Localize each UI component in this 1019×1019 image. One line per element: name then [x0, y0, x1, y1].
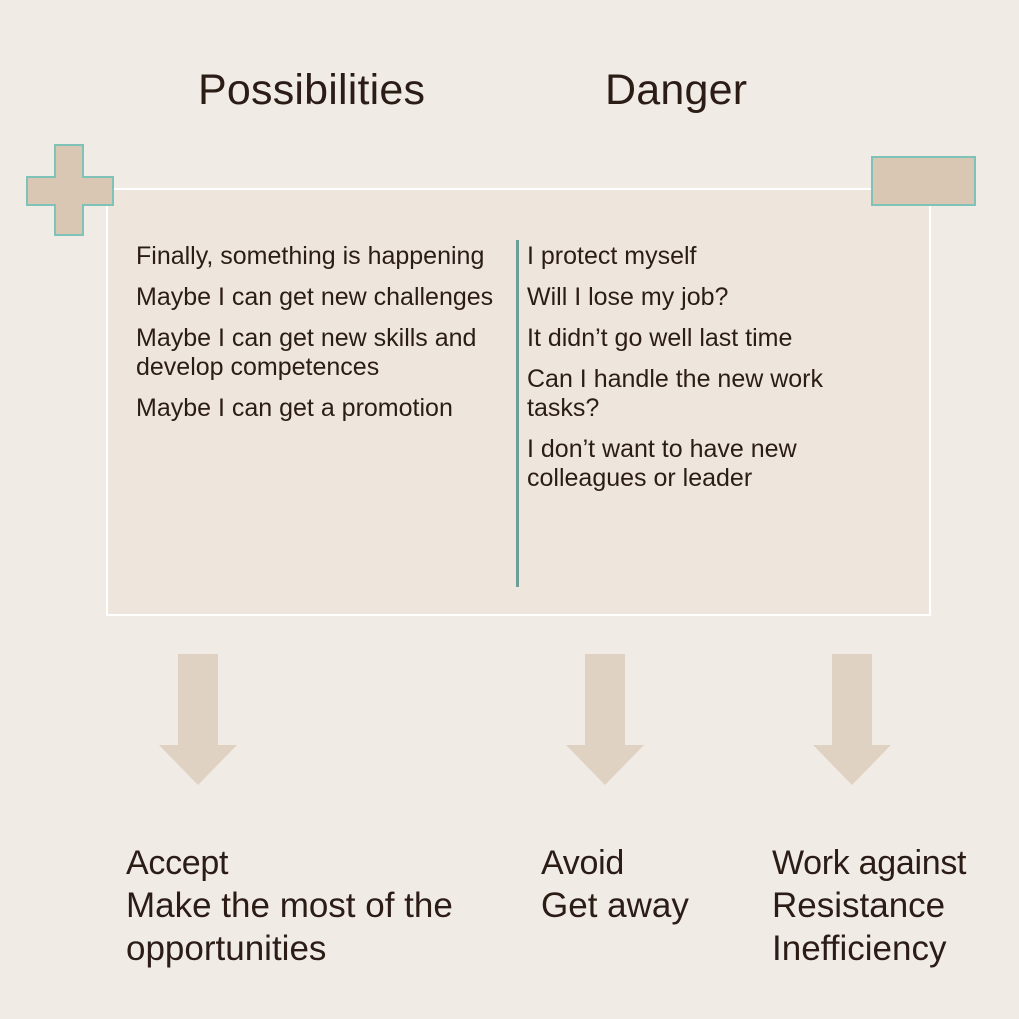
danger-item: Can I handle the new work tasks?: [527, 365, 824, 422]
heading-danger: Danger: [605, 66, 748, 114]
outcome-title: Avoid: [541, 844, 624, 882]
outcome-description: opportunities: [126, 929, 327, 968]
danger-item: It didn’t go well last time: [527, 324, 793, 352]
possibility-item: Maybe I can get a promotion: [136, 394, 453, 422]
column-divider: [516, 240, 519, 587]
arrow-down-icon: [159, 654, 237, 785]
danger-item: Will I lose my job?: [527, 283, 729, 311]
outcome-description: Inefficiency: [772, 929, 947, 968]
outcome-avoid: Avoid Get away: [541, 842, 689, 927]
danger-item: I don’t want to have new colleagues or l…: [527, 435, 797, 492]
arrow-down-icon: [813, 654, 891, 785]
heading-possibilities: Possibilities: [198, 66, 426, 114]
plus-icon: [26, 144, 114, 236]
arrow-down-icon: [566, 654, 644, 785]
outcome-description: Make the most of the: [126, 886, 453, 925]
possibility-item: Maybe I can get new skills and develop c…: [136, 324, 477, 381]
outcome-description: Resistance: [772, 886, 946, 925]
outcome-title: Accept: [126, 844, 229, 882]
possibilities-list: Finally, something is happening Maybe I …: [136, 242, 506, 435]
outcome-description: Get away: [541, 886, 689, 925]
minus-icon: [871, 156, 976, 206]
outcome-title: Work against: [772, 844, 967, 882]
possibility-item: Finally, something is happening: [136, 242, 485, 270]
outcome-work-against: Work against Resistance Inefficiency: [772, 842, 967, 970]
danger-item: I protect myself: [527, 242, 697, 270]
possibility-item: Maybe I can get new challenges: [136, 283, 494, 311]
dangers-list: I protect myself Will I lose my job? It …: [527, 242, 857, 505]
outcome-accept: Accept Make the most of the opportunitie…: [126, 842, 453, 970]
